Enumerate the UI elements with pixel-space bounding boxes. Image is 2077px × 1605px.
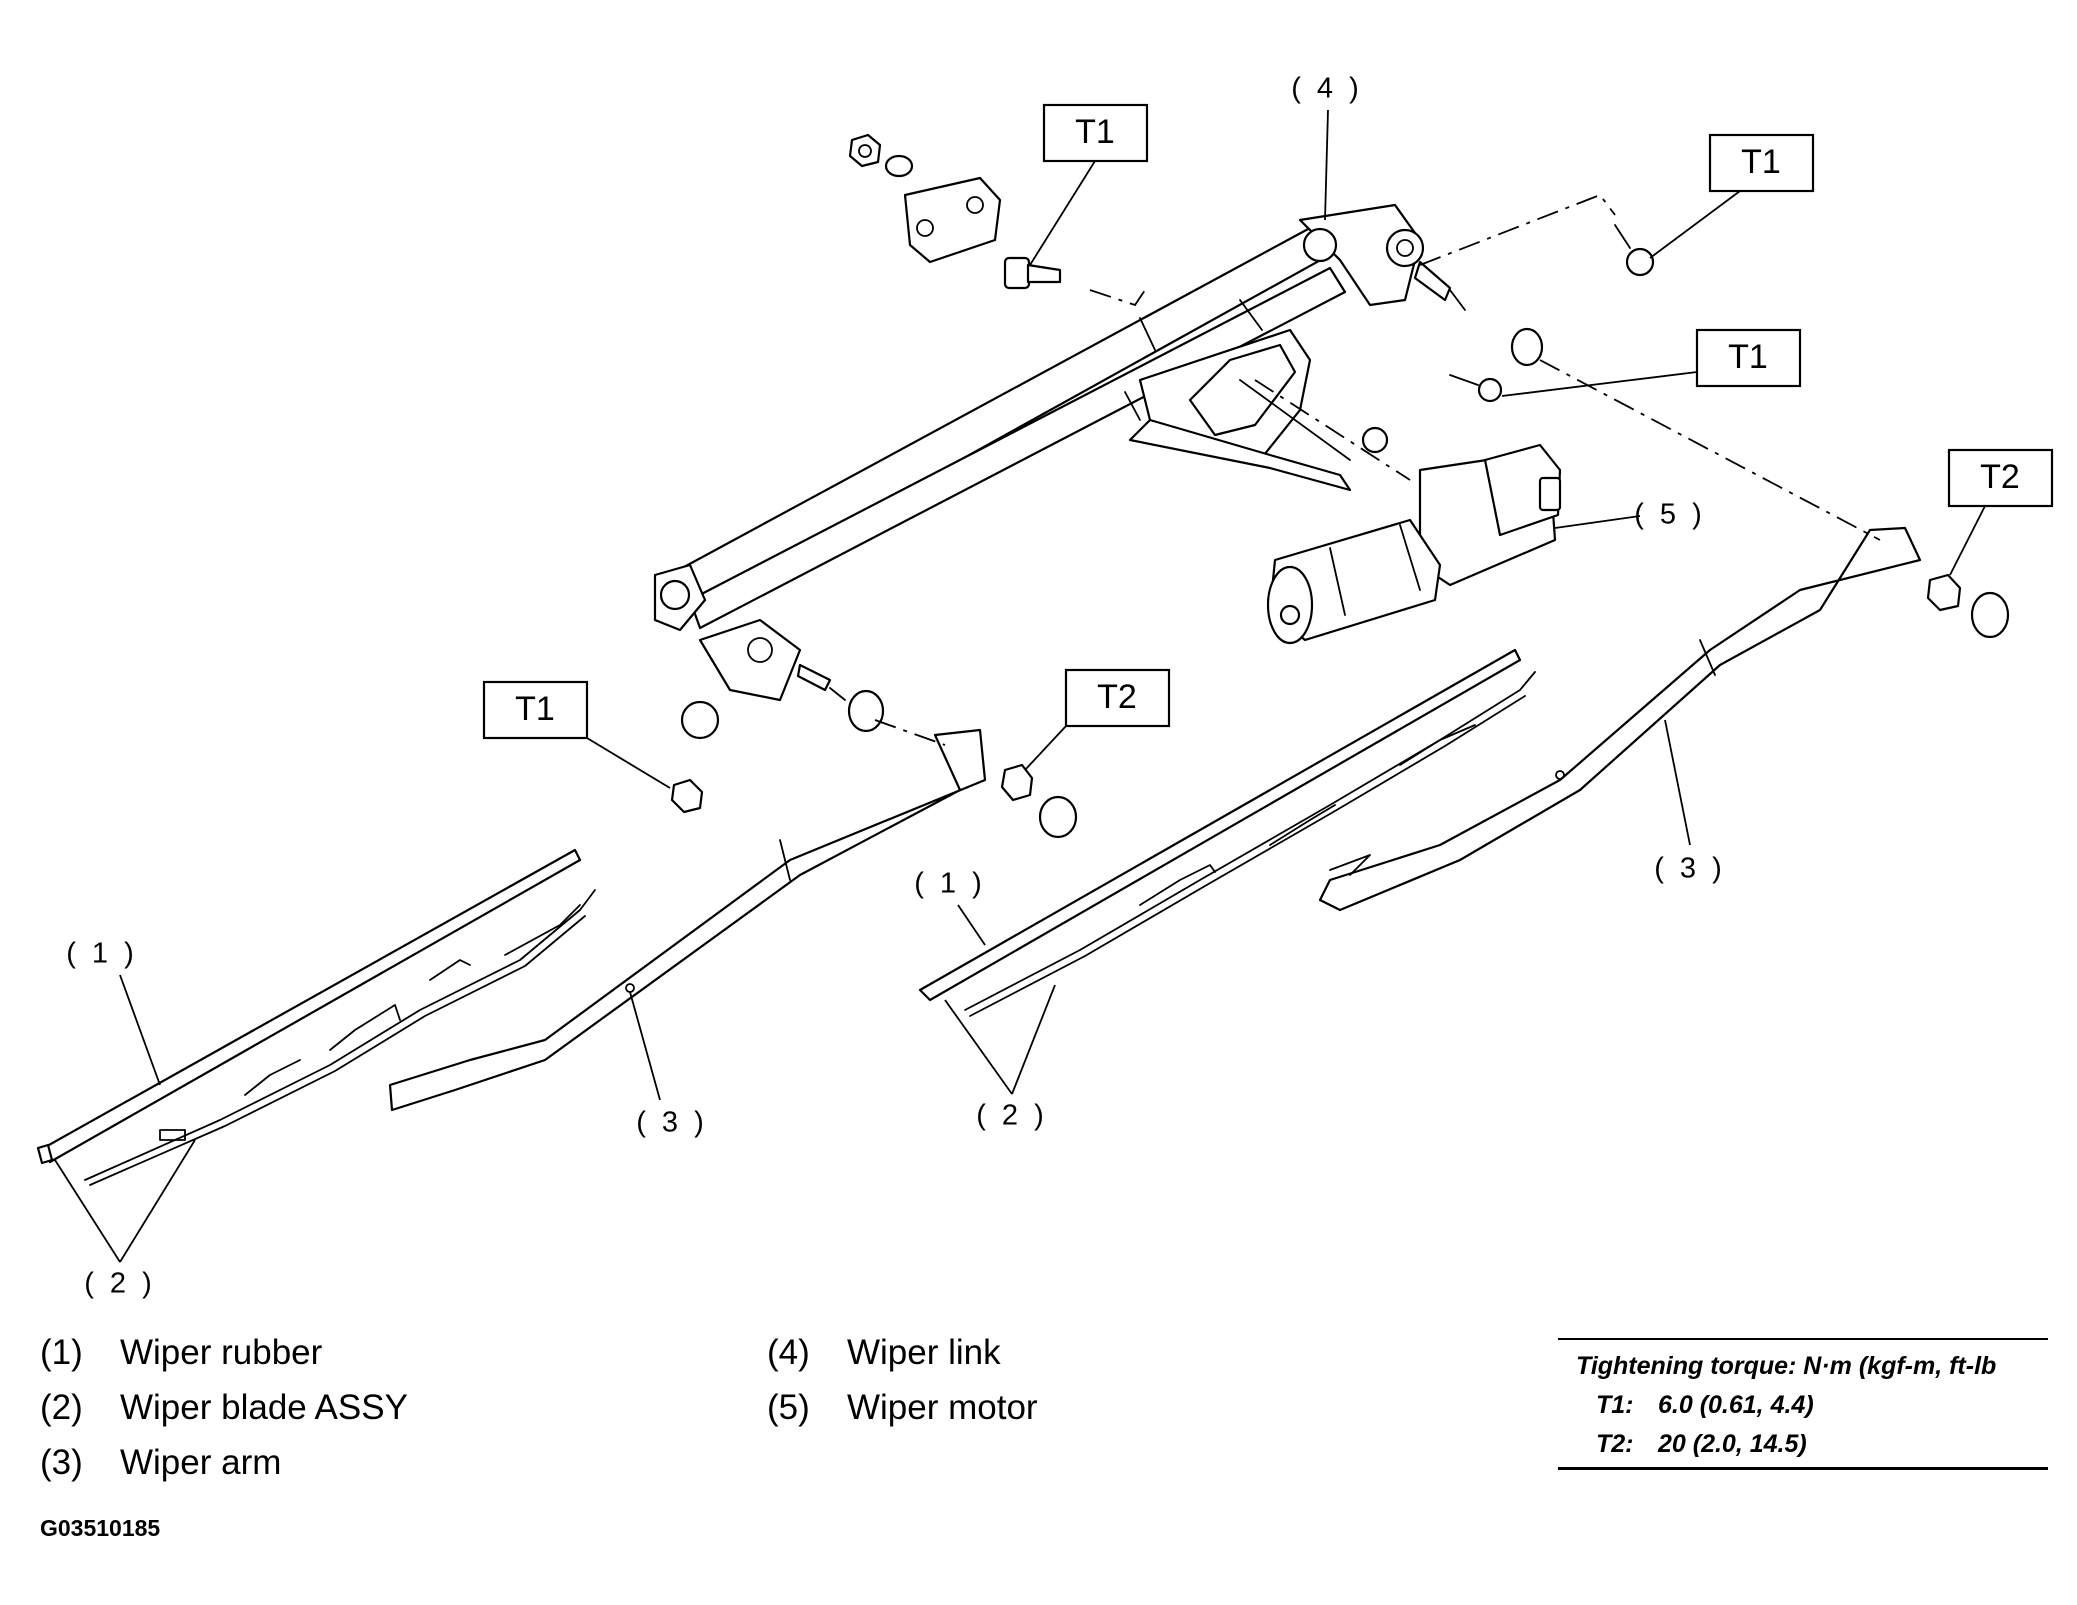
- torque-bottom-rule: [1558, 1467, 2048, 1470]
- legend-num: (2): [40, 1388, 83, 1427]
- callout-t1-nut: T1: [482, 680, 671, 789]
- legend-text: Wiper motor: [847, 1388, 1038, 1427]
- assembly-line-upper-left: [1089, 289, 1146, 307]
- legend-item-2: (2) Wiper blade ASSY: [40, 1388, 408, 1428]
- assembly-line-left-arm: [874, 719, 946, 746]
- right-wiper-arm-drawing: [1318, 526, 1922, 912]
- callout-t1-pivot: T1: [1649, 133, 1815, 259]
- svg-text:( 1 ): ( 1 ): [914, 868, 986, 900]
- svg-text:( 3 ): ( 3 ): [636, 1107, 708, 1139]
- legend-num: (4): [767, 1333, 810, 1372]
- svg-text:T1: T1: [1075, 113, 1115, 151]
- svg-text:( 5 ): ( 5 ): [1634, 499, 1706, 531]
- torque-value: 6.0 (0.61, 4.4): [1658, 1391, 1814, 1419]
- label-rubber-left: ( 1 ): [66, 938, 161, 1086]
- legend-text: Wiper arm: [120, 1443, 282, 1482]
- svg-text:T2: T2: [1097, 678, 1137, 716]
- label-rubber-right: ( 1 ): [914, 868, 986, 946]
- torque-key: T1:: [1596, 1391, 1634, 1419]
- torque-table: Tightening torque: N·m (kgf-m, ft-lb T1:…: [1558, 1338, 2048, 1470]
- svg-text:( 4 ): ( 4 ): [1291, 73, 1363, 105]
- callout-t2-left: T2: [1024, 668, 1171, 771]
- torque-row-t1: T1: 6.0 (0.61, 4.4): [1596, 1391, 2048, 1420]
- label-wiper-motor: ( 5 ): [1554, 499, 1706, 531]
- svg-text:( 2 ): ( 2 ): [84, 1268, 156, 1300]
- left-wiper-arm-drawing: [388, 728, 987, 1112]
- wiper-motor-drawing: [1266, 443, 1562, 645]
- legend-item-5: (5) Wiper motor: [767, 1388, 1038, 1428]
- callout-t2-right: T2: [1947, 448, 2054, 576]
- figure-code: G03510185: [40, 1515, 161, 1541]
- label-blade-right: ( 2 ): [944, 984, 1056, 1132]
- svg-text:T1: T1: [1741, 143, 1781, 181]
- legend-text: Wiper link: [847, 1333, 1001, 1372]
- label-blade-left: ( 2 ): [54, 1139, 196, 1300]
- torque-title: Tightening torque: N·m (kgf-m, ft-lb: [1576, 1352, 1997, 1380]
- callout-t1-bolt: T1: [1029, 103, 1149, 266]
- callout-t1-motor: T1: [1501, 328, 1802, 397]
- svg-text:T2: T2: [1980, 458, 2020, 496]
- assembly-line-motor: [1254, 379, 1411, 481]
- right-wiper-blade-drawing: [918, 648, 1536, 1017]
- svg-text:( 3 ): ( 3 ): [1654, 853, 1726, 885]
- legend-num: (3): [40, 1443, 83, 1482]
- svg-text:( 1 ): ( 1 ): [66, 938, 138, 970]
- svg-text:T1: T1: [515, 690, 555, 728]
- label-arm-right: ( 3 ): [1654, 719, 1726, 885]
- torque-row-t2: T2: 20 (2.0, 14.5): [1596, 1430, 2048, 1459]
- assembly-line-right-pivot: [1419, 193, 1616, 266]
- svg-text:T1: T1: [1728, 338, 1768, 376]
- wiper-link-drawing: [653, 203, 1466, 740]
- torque-key: T2:: [1596, 1430, 1634, 1458]
- legend-item-4: (4) Wiper link: [767, 1333, 1001, 1373]
- torque-value: 20 (2.0, 14.5): [1658, 1430, 1807, 1458]
- legend-text: Wiper blade ASSY: [120, 1388, 408, 1427]
- legend-item-1: (1) Wiper rubber: [40, 1333, 322, 1373]
- label-arm-left: ( 3 ): [629, 991, 708, 1139]
- legend-text: Wiper rubber: [120, 1333, 323, 1372]
- label-wiper-link: ( 4 ): [1291, 73, 1363, 221]
- legend-num: (1): [40, 1333, 83, 1372]
- hardware-drawing: [670, 133, 2010, 839]
- torque-top-rule: [1558, 1338, 2048, 1340]
- svg-text:( 2 ): ( 2 ): [976, 1100, 1048, 1132]
- left-wiper-blade-drawing: [36, 848, 596, 1186]
- legend-item-3: (3) Wiper arm: [40, 1443, 281, 1483]
- legend-num: (5): [767, 1388, 810, 1427]
